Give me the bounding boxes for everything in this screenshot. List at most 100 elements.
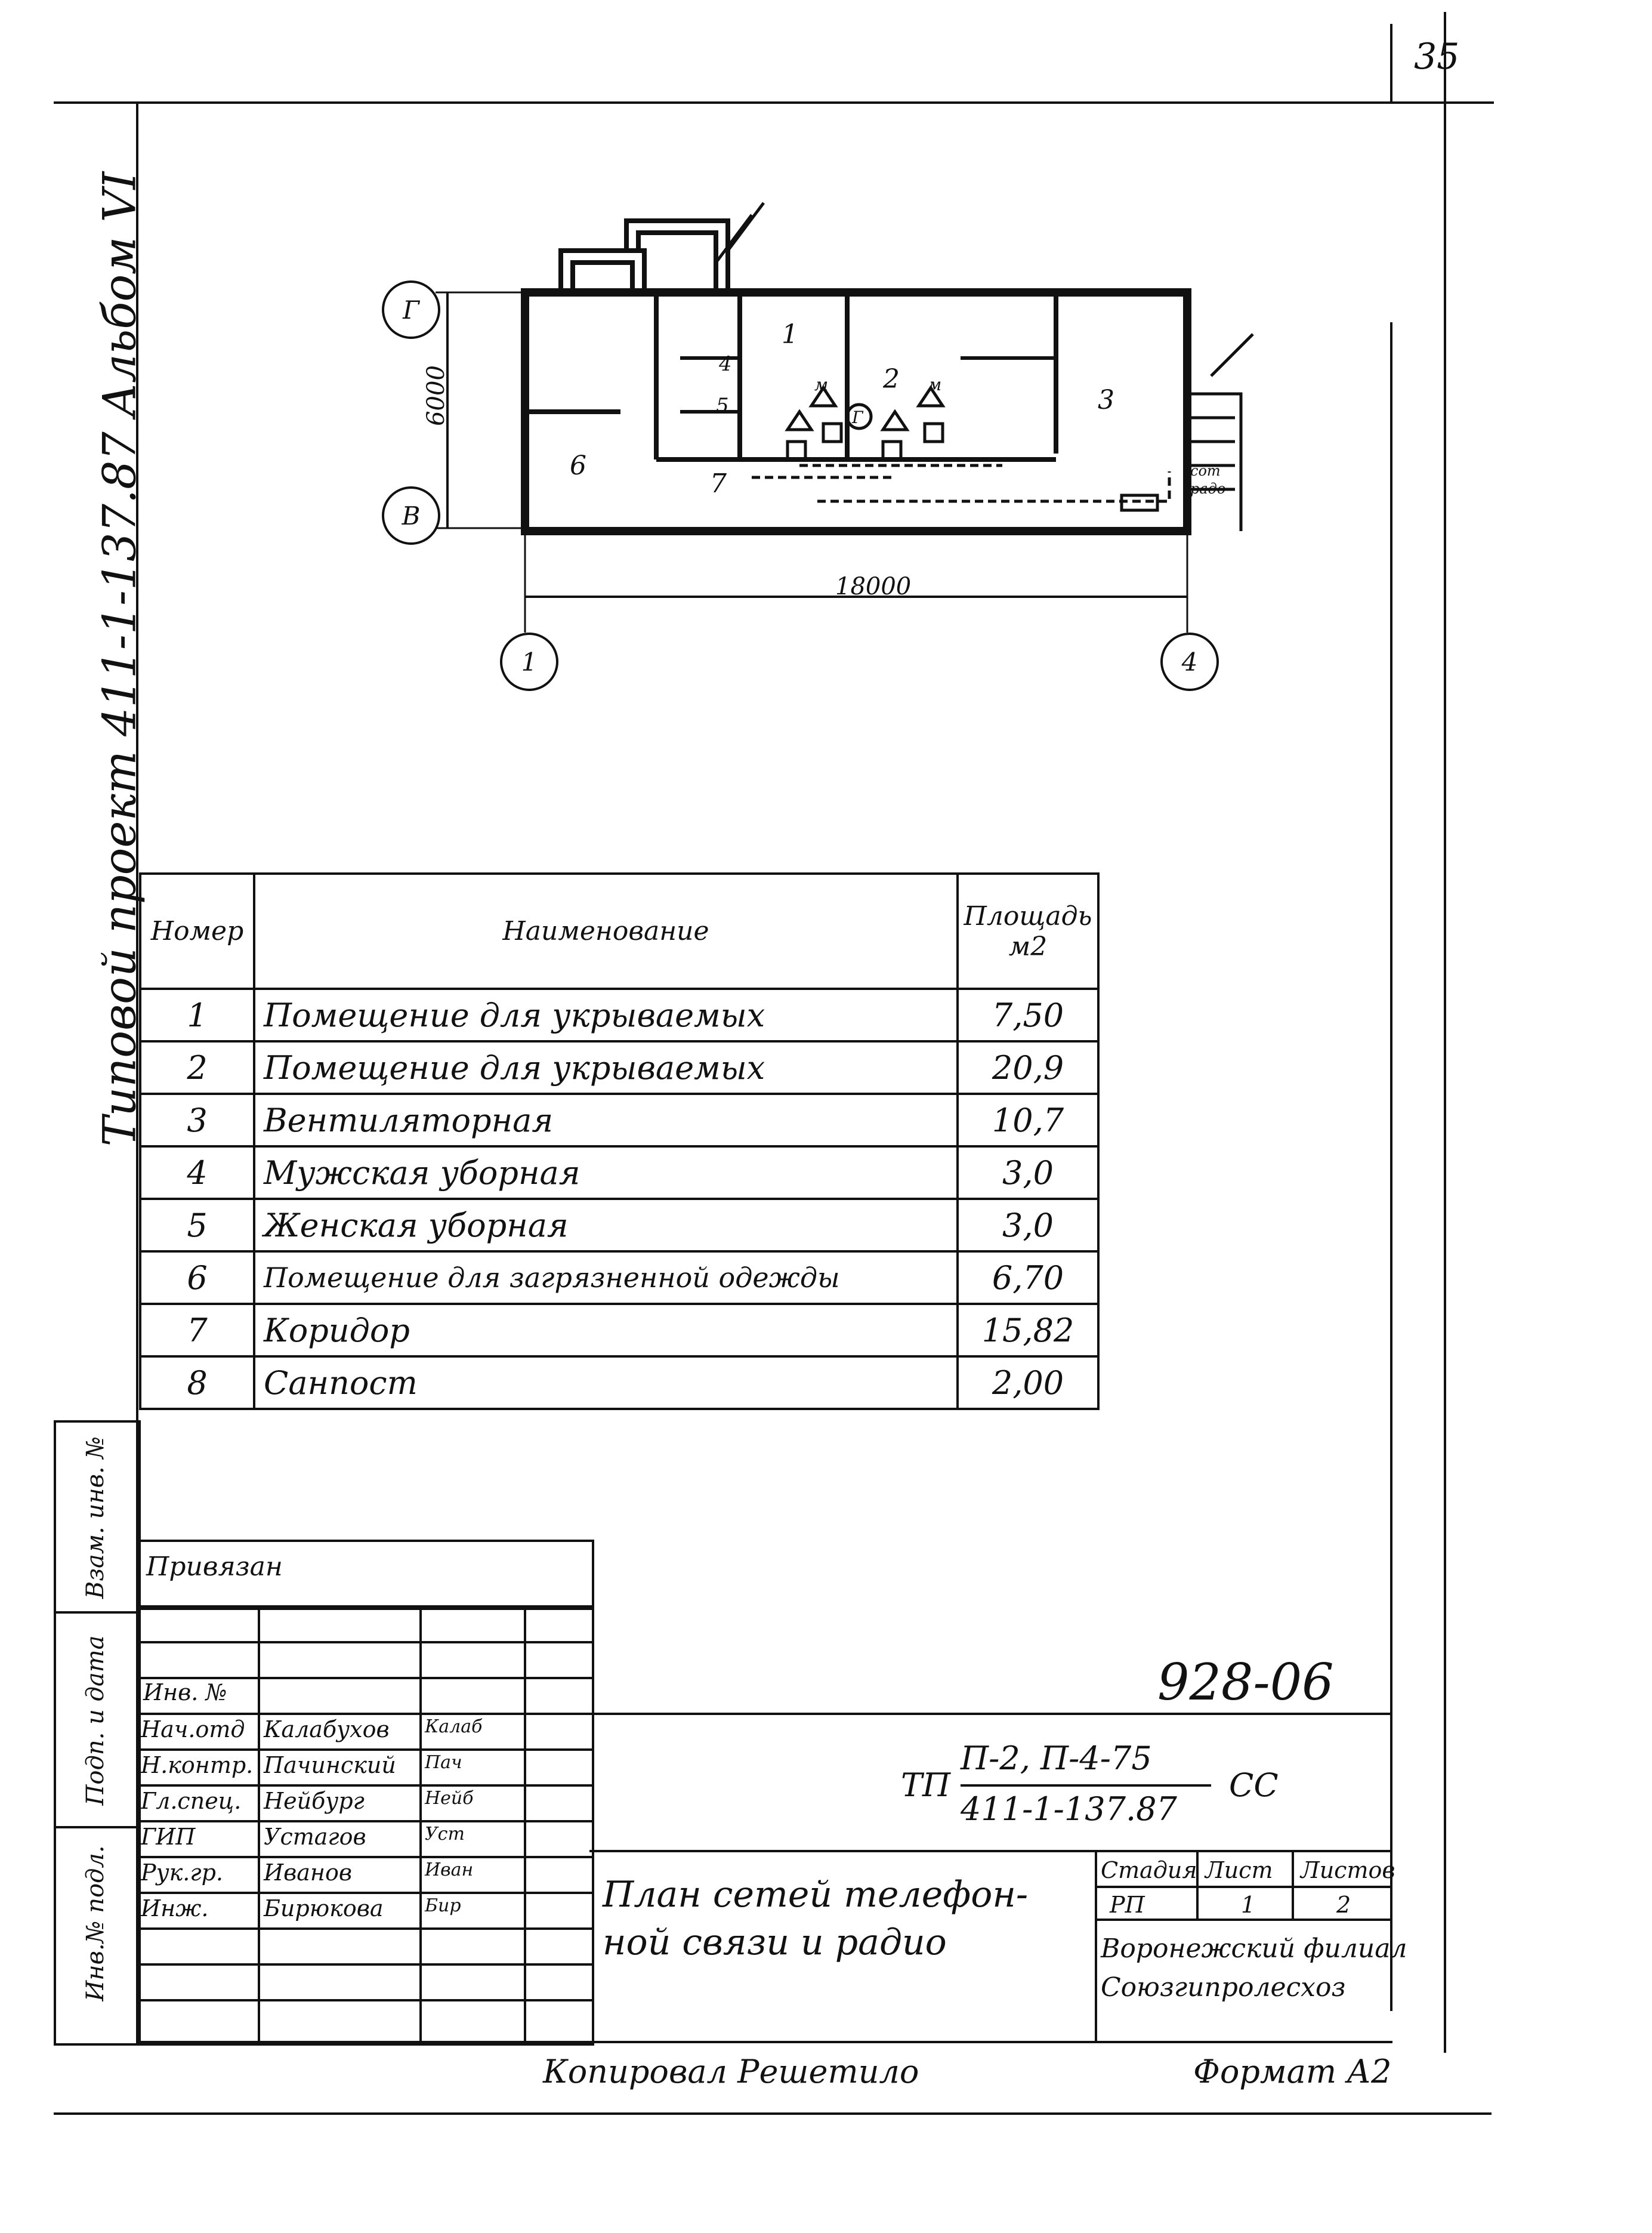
row-num: 5 — [139, 1198, 255, 1253]
room-label-6: 6 — [570, 451, 586, 481]
grid-row — [136, 1820, 592, 1822]
grid-col — [524, 1605, 526, 2041]
row-name: Помещение для укрываемых — [253, 1040, 959, 1095]
sig-role: ГИП — [141, 1824, 196, 1850]
row-num: 1 — [139, 988, 255, 1043]
side-inscription: Типовой проект 411-1-137.87 Альбом VI — [92, 171, 146, 1147]
sheet-value: 1 — [1241, 1892, 1256, 1918]
inv-label: Инв. № — [143, 1679, 227, 1705]
frame-left-line — [136, 101, 138, 2041]
row-name: Помещение для загрязненной одежды — [253, 1250, 959, 1305]
grid-row — [136, 1784, 592, 1787]
grid-row — [136, 1999, 592, 2001]
drawing-title-1: План сетей телефон- — [603, 1874, 1029, 1916]
drawing-title-2: ной связи и радио — [603, 1922, 947, 1963]
stair-label-2: радо — [1190, 480, 1226, 497]
row-num: 8 — [139, 1355, 255, 1410]
stage-value: РП — [1110, 1892, 1145, 1918]
stair-label-1: сот — [1190, 462, 1221, 479]
row-area: 3,0 — [956, 1145, 1100, 1200]
corner-number-box — [1390, 24, 1494, 104]
axis-col-right: 4 — [1160, 633, 1219, 691]
row-area: 10,7 — [956, 1093, 1100, 1148]
project-bottom: 411-1-137.87 — [961, 1790, 1177, 1828]
room-label-5: 5 — [716, 394, 729, 418]
left-strip — [54, 1420, 141, 2046]
project-prefix: ТП — [901, 1766, 951, 1804]
row-name: Коридор — [253, 1303, 959, 1358]
sig-role: Гл.спец. — [141, 1788, 242, 1814]
axis-row-bottom: В — [382, 486, 440, 545]
project-top: П-2, П-4-75 — [961, 1739, 1152, 1777]
rooms-table-header: Номер Наименование Площадь м2 — [139, 872, 1100, 990]
left-strip-divider — [54, 1826, 138, 1828]
row-name: Помещение для укрываемых — [253, 988, 959, 1043]
sig-mark: Уст — [425, 1824, 465, 1845]
stage-row-line — [1095, 1919, 1392, 1921]
grid-row — [136, 1963, 592, 1966]
room-label-1: 1 — [782, 319, 798, 350]
sheets-value: 2 — [1336, 1892, 1351, 1918]
room-label-3: 3 — [1098, 385, 1114, 415]
stage-col-line — [1196, 1850, 1199, 1921]
row-area: 2,00 — [956, 1355, 1100, 1410]
sig-name: Нейбург — [264, 1788, 365, 1814]
bound-label: Привязан — [146, 1552, 283, 1582]
frame-inner-right-line — [1390, 322, 1392, 2011]
row-num: 3 — [139, 1093, 255, 1148]
grid-row — [136, 1748, 592, 1751]
row-num: 4 — [139, 1145, 255, 1200]
left-strip-replace: Взам. инв. № — [82, 1436, 109, 1599]
frame-top-line — [54, 101, 1444, 104]
row-name: Вентиляторная — [253, 1093, 959, 1148]
plan-symbol-g: Г — [852, 408, 863, 427]
header-num: Номер — [139, 872, 255, 990]
riser-label-1: м — [814, 375, 829, 394]
row-name: Мужская уборная — [253, 1145, 959, 1200]
row-num: 2 — [139, 1040, 255, 1095]
sig-role: Н.контр. — [141, 1752, 254, 1778]
room-label-7: 7 — [710, 468, 727, 499]
grid-row — [136, 1677, 592, 1679]
sheets-label: Листов — [1301, 1857, 1395, 1883]
stage-row-line — [1095, 1886, 1392, 1888]
signatures-grid — [136, 1605, 594, 2046]
sig-name: Пачинский — [264, 1752, 396, 1778]
riser-label-2: м — [928, 375, 942, 394]
grid-row — [136, 1641, 592, 1643]
row-area: 20,9 — [956, 1040, 1100, 1095]
doc-code: 928-06 — [1157, 1653, 1334, 1711]
room-label-4: 4 — [719, 352, 732, 376]
row-area: 7,50 — [956, 988, 1100, 1043]
left-strip-inv: Инв.№ подл. — [82, 1845, 109, 2001]
org-line-2: Союзгипролесхоз — [1101, 1972, 1346, 2003]
title-col-line — [1095, 1850, 1097, 2041]
grid-col — [258, 1605, 260, 2041]
header-name: Наименование — [253, 872, 959, 990]
plan-stair — [1187, 333, 1254, 531]
title-row-line — [589, 1850, 1392, 1852]
grid-row — [136, 1713, 592, 1715]
frame-bottom-line — [54, 2112, 1492, 2115]
row-name: Санпост — [253, 1355, 959, 1410]
sig-name: Иванов — [264, 1859, 352, 1886]
sig-role: Инж. — [141, 1895, 209, 1922]
title-block-bottom — [136, 2041, 1392, 2043]
row-num: 7 — [139, 1303, 255, 1358]
project-suffix: СС — [1229, 1766, 1279, 1804]
axis-row-top: Г — [382, 280, 440, 339]
sig-mark: Нейб — [425, 1788, 474, 1809]
sig-name: Устагов — [264, 1824, 366, 1850]
plan-dimension-height: 6000 — [422, 365, 450, 426]
left-strip-sign-date: Подп. и дата — [82, 1635, 109, 1806]
axis-col-left: 1 — [500, 633, 558, 691]
